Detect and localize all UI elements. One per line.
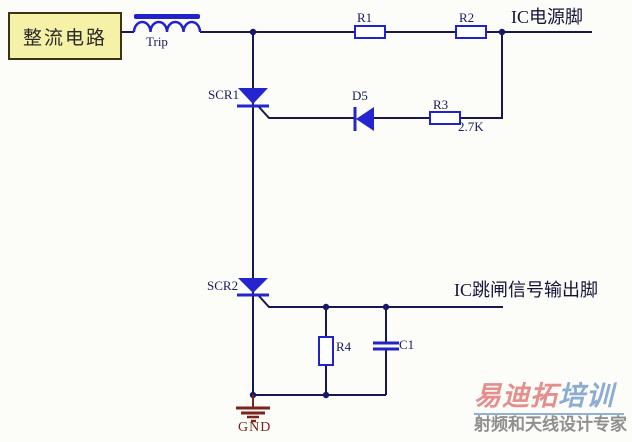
pin-label-ic-trip-output: IC跳闸信号输出脚 (454, 280, 598, 300)
watermark-brand-pink: 易迪拓 (474, 381, 558, 411)
d5-triangle (356, 107, 374, 131)
diode-d5-label: D5 (352, 88, 368, 103)
junction-dot (382, 303, 390, 311)
resistor-r4-symbol (318, 336, 334, 366)
resistor-r3-symbol (429, 111, 461, 125)
resistor-r4-label: R4 (336, 339, 352, 354)
capacitor-c1-symbol (373, 341, 399, 351)
resistor-r1-label: R1 (357, 10, 373, 25)
wires (120, 31, 592, 396)
scr2-triangle (238, 278, 268, 293)
scr1-symbol (237, 88, 269, 108)
watermark-brand-blue: 培训 (558, 381, 614, 411)
ground-label: GND (238, 420, 272, 435)
wire-scr2-gate-rail (258, 295, 503, 308)
resistor-r1-symbol (354, 25, 386, 39)
wire-r3-to-top (460, 32, 503, 119)
watermark: 易迪拓培训 射频和天线设计专家 (474, 381, 632, 434)
pin-label-ic-power: IC电源脚 (511, 7, 583, 27)
junction-dot (498, 28, 506, 36)
junction-dot (322, 391, 330, 399)
scr1-label: SCR1 (208, 87, 240, 102)
scr2-label: SCR2 (207, 278, 239, 293)
resistor-r3-label: R3 (433, 97, 449, 112)
resistor-r2-symbol (455, 25, 487, 39)
rectifier-block: 整流电路 (8, 12, 122, 60)
inductor-coils (132, 20, 202, 33)
junction-dot (322, 303, 330, 311)
inductor-core-bar (134, 14, 200, 19)
wire-scr1-gate (258, 106, 355, 119)
watermark-tagline: 射频和天线设计专家 (474, 414, 627, 434)
watermark-underline (474, 412, 624, 415)
inductor-label: Trip (146, 34, 168, 49)
diode-d5-symbol (353, 107, 374, 131)
ground-symbol (236, 395, 270, 423)
resistor-r3-value: 2.7K (458, 119, 484, 134)
capacitor-c1-label: C1 (399, 337, 415, 352)
scr1-triangle (238, 88, 268, 104)
inductor-symbol (132, 14, 202, 33)
resistor-r2-label: R2 (459, 10, 475, 25)
watermark-brand: 易迪拓培训 (474, 381, 632, 412)
junction-dot (249, 28, 257, 36)
rectifier-block-label: 整流电路 (22, 27, 107, 49)
scr2-symbol (237, 278, 269, 297)
